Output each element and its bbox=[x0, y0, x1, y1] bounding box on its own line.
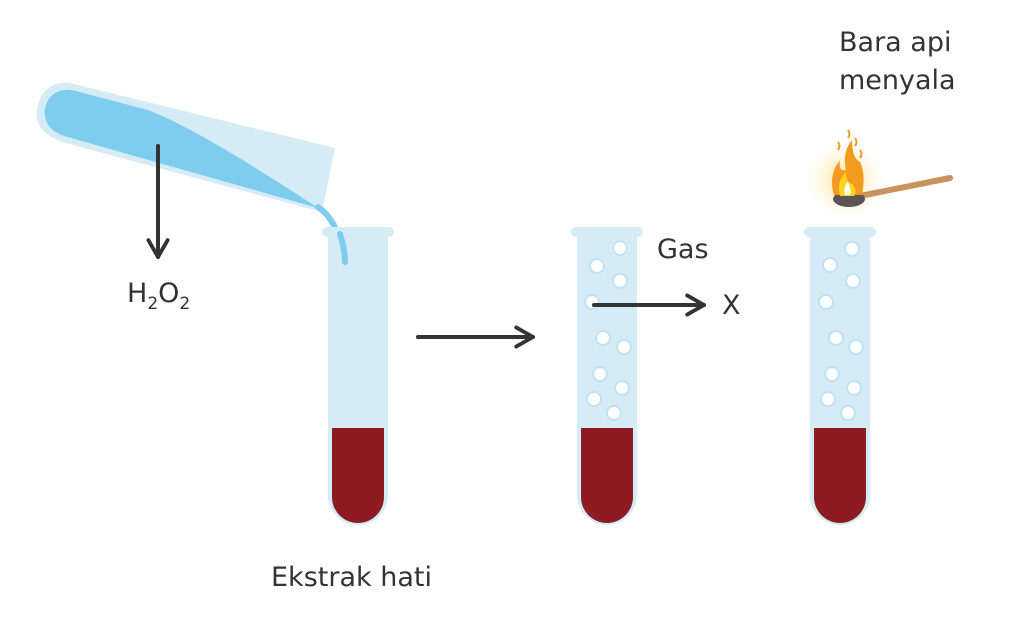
test-tube-1 bbox=[322, 227, 394, 525]
extract-label: Ekstrak hati bbox=[271, 562, 432, 593]
bubble bbox=[828, 330, 844, 346]
bubble bbox=[846, 380, 862, 396]
glowing-splint bbox=[805, 129, 953, 220]
ember-label-line1: Bara api bbox=[839, 27, 952, 58]
bubble bbox=[614, 380, 630, 396]
pouring-beaker bbox=[36, 82, 348, 263]
liver-extract-liquid bbox=[332, 428, 384, 523]
bubble bbox=[595, 330, 611, 346]
liver-extract-liquid bbox=[581, 428, 633, 523]
bubble bbox=[840, 405, 856, 421]
bubble bbox=[820, 391, 836, 407]
bubble bbox=[616, 339, 632, 355]
bubble bbox=[606, 405, 622, 421]
bubble bbox=[844, 241, 860, 257]
bubble bbox=[845, 273, 861, 289]
bubble bbox=[824, 366, 840, 382]
gas-bubbles bbox=[818, 241, 864, 421]
subscript-2: 2 bbox=[179, 294, 191, 314]
ember-label-line2: menyala bbox=[839, 65, 956, 96]
test-tube-3 bbox=[804, 227, 876, 525]
bubble bbox=[612, 273, 628, 289]
bubble bbox=[586, 391, 602, 407]
h-text: H bbox=[127, 278, 148, 309]
ember-label: Bara api menyala bbox=[839, 24, 956, 100]
gas-label: Gas bbox=[657, 234, 709, 265]
bubble bbox=[848, 339, 864, 355]
test-tube-2 bbox=[571, 227, 643, 525]
liver-extract-liquid bbox=[814, 428, 866, 523]
o-text: O bbox=[158, 278, 180, 309]
bubble bbox=[818, 294, 834, 310]
h2o2-label: H2O2 bbox=[127, 278, 190, 314]
subscript-2: 2 bbox=[147, 294, 159, 314]
flame-icon bbox=[832, 140, 864, 195]
bubble bbox=[612, 240, 628, 256]
bubble bbox=[822, 257, 838, 273]
x-label: X bbox=[722, 290, 741, 321]
bubble bbox=[589, 258, 605, 274]
bubble bbox=[592, 366, 608, 382]
